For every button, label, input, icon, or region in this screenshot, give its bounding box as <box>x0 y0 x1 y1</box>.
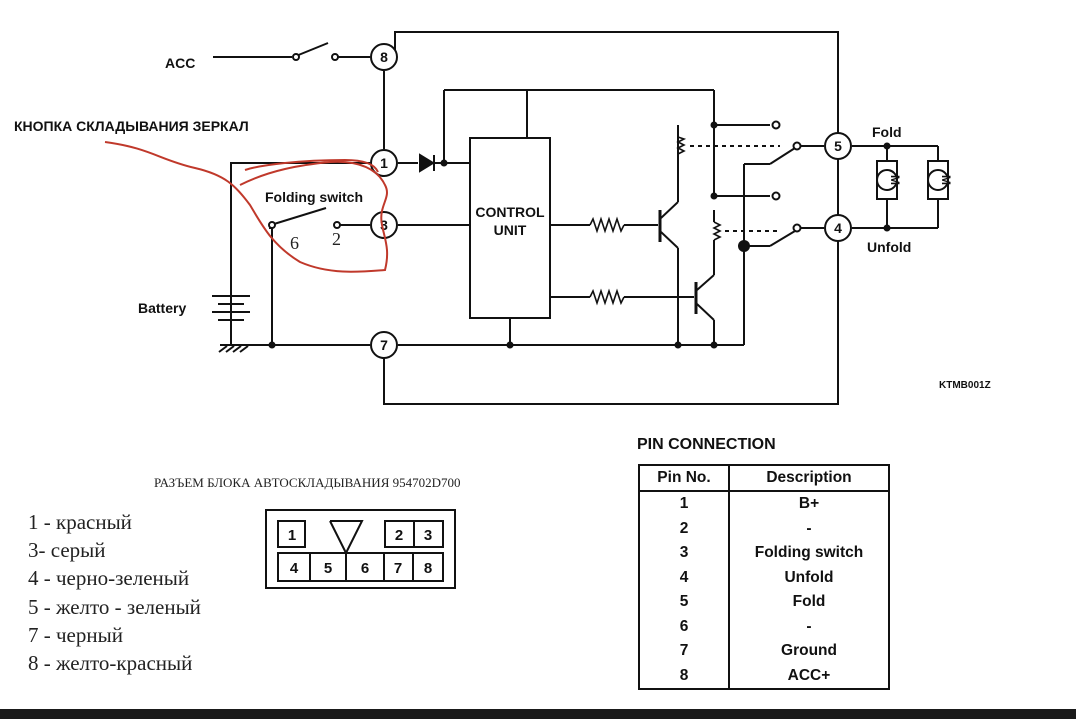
connector-pin-8: 8 <box>424 560 432 577</box>
pin-description-cell: B+ <box>728 491 890 517</box>
pin-description-cell: - <box>728 614 890 639</box>
hand-note-2: 2 <box>332 229 341 249</box>
connector-pin-3: 3 <box>424 527 432 544</box>
pin-4-circle <box>824 214 852 242</box>
table-row: 6- <box>638 614 890 639</box>
control-unit-label-2: UNIT <box>494 222 527 238</box>
connector-pin-5: 5 <box>324 560 332 577</box>
reference-code: KTMB001Z <box>939 380 991 391</box>
pin-description-cell: Unfold <box>728 565 890 590</box>
motor-unfold-icon: M <box>939 175 953 185</box>
pin-8-label: 8 <box>380 49 388 65</box>
folding-switch-label: Folding switch <box>265 189 363 205</box>
pin-8-circle <box>370 43 398 71</box>
connector-pin-2: 2 <box>395 527 403 544</box>
legend-item: 8 - желто-красный <box>28 651 193 676</box>
legend-item: 3- серый <box>28 538 106 563</box>
control-unit-label-1: CONTROL <box>475 204 545 220</box>
header-pin-no: Pin No. <box>638 464 730 492</box>
pin-description-cell: Fold <box>728 590 890 615</box>
bottom-edge-bar <box>0 709 1076 719</box>
pin-description-cell: Ground <box>728 639 890 664</box>
pin-5-circle <box>824 132 852 160</box>
pin-number-cell: 5 <box>638 590 730 615</box>
pin-3-label: 3 <box>380 217 388 233</box>
junction-dots <box>268 121 891 349</box>
pin-number-cell: 3 <box>638 541 730 566</box>
mirror-fold-button-title: КНОПКА СКЛАДЫВАНИЯ ЗЕРКАЛ <box>14 118 249 134</box>
wire-color-legend: 1 - красный 3- серый 4 - черно-зеленый 5… <box>28 508 201 677</box>
pin-description-cell: Folding switch <box>728 541 890 566</box>
pin-number-cell: 6 <box>638 614 730 639</box>
pin-1-label: 1 <box>380 155 388 171</box>
connector-pin-4: 4 <box>290 560 299 577</box>
legend-item: 4 - черно-зеленый <box>28 566 190 591</box>
pin-connection-title: PIN CONNECTION <box>637 436 776 453</box>
unfold-label: Unfold <box>867 239 911 255</box>
table-header-row: Pin No. Description <box>638 464 890 492</box>
acc-label: ACC <box>165 55 195 71</box>
connector-pin-6: 6 <box>361 560 369 577</box>
pin-description-cell: ACC+ <box>728 663 890 690</box>
fold-label: Fold <box>872 124 902 140</box>
legend-item: 7 - черный <box>28 622 123 647</box>
pin-7-label: 7 <box>380 337 388 353</box>
connector-pin-7: 7 <box>394 560 402 577</box>
pin-number-cell: 8 <box>638 663 730 690</box>
red-annotation <box>104 141 389 273</box>
motor-fold-icon: M <box>888 175 902 185</box>
pin-7-circle <box>370 331 398 359</box>
legend-item: 1 - красный <box>28 510 132 534</box>
pin-number-cell: 2 <box>638 516 730 541</box>
pin-number-cell: 7 <box>638 639 730 664</box>
battery-label: Battery <box>138 300 186 316</box>
connector-title: РАЗЪЕМ БЛОКА АВТОСКЛАДЫВАНИЯ 954702D700 <box>154 475 461 490</box>
legend-item: 5 - желто - зеленый <box>28 594 201 619</box>
header-description: Description <box>728 464 890 492</box>
pin-number-cell: 4 <box>638 565 730 590</box>
pin-4-label: 4 <box>834 220 842 236</box>
pin-number-cell: 1 <box>638 491 730 517</box>
pin-description-cell: - <box>728 516 890 541</box>
connector-diagram <box>265 509 456 589</box>
table-row: 2- <box>638 516 890 541</box>
connector-pin-1: 1 <box>288 527 296 544</box>
hand-note-6: 6 <box>290 233 299 253</box>
pin-5-label: 5 <box>834 138 842 154</box>
